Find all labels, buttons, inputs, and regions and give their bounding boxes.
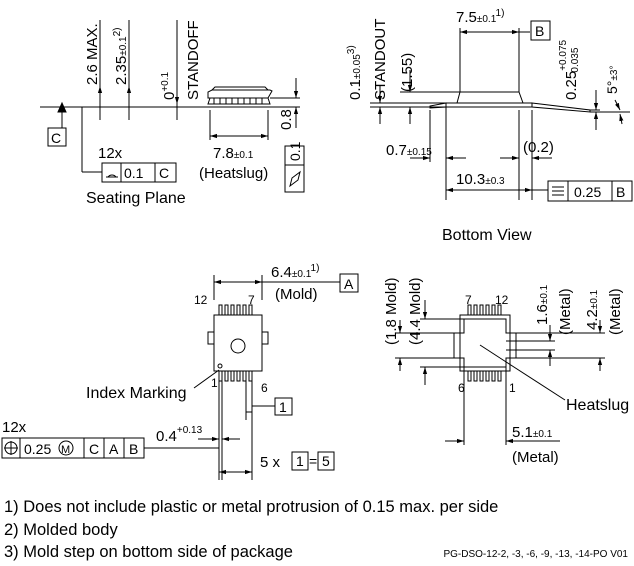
- package-top: [211, 86, 269, 91]
- dim-2-6-max: 2.6 MAX.: [84, 23, 101, 85]
- dim-7-8: 7.8±0.1: [213, 145, 254, 162]
- mmc-label: M: [61, 444, 70, 456]
- pin-1-label: 1: [509, 381, 516, 395]
- flatness-frame: [101, 162, 177, 183]
- package-body: [459, 314, 511, 372]
- dim-0-8: 0.8: [278, 109, 295, 130]
- dim-4-4-mold: (4.4 Mold): [407, 277, 424, 345]
- datum-a-label: A: [344, 276, 354, 292]
- pitch-text: 5 x: [260, 454, 281, 471]
- heatslug-note: (Heatslug): [199, 165, 268, 182]
- dim-1-8-mold: (1.8 Mold): [383, 277, 400, 345]
- package-base: [445, 102, 533, 108]
- dim-0-1: 0.1±0.053): [346, 45, 364, 100]
- position-value: 0.25: [24, 441, 51, 457]
- datum-a-box: [339, 273, 359, 293]
- bottom-view: [395, 300, 605, 445]
- pitch-eq: =: [309, 453, 317, 469]
- mold-note: (Mold): [275, 286, 318, 303]
- standout-label: STANDOUT: [372, 19, 389, 100]
- dim-2-35: 2.35±0.12): [112, 28, 130, 86]
- dim-0-25: 0.25+0.075-0.035: [558, 39, 581, 100]
- document-id: PG-DSO-12-2, -3, -6, -9, -13, -14-PO V01: [443, 549, 628, 560]
- lead-right: [531, 102, 591, 113]
- index-dot: [217, 363, 223, 369]
- flatness-value: 0.1: [124, 165, 144, 181]
- dim-0-4: 0.4+0.13: [156, 425, 203, 445]
- pitch-total: 5: [322, 453, 330, 469]
- heatslug-outline: [453, 318, 517, 368]
- package-body: [207, 89, 273, 99]
- profile-icon: [106, 174, 118, 178]
- pitch-ref: 1: [296, 453, 304, 469]
- symmetry-icon: [552, 186, 564, 196]
- footnote-3: 3) Mold step on bottom side of package: [4, 543, 293, 561]
- end-view-text: 7.5±0.11) B 0.1±0.053) STANDOUT (1.55) 0…: [346, 8, 625, 200]
- parallelism-icon: [289, 170, 301, 188]
- dim-6-4: 6.4±0.11): [271, 263, 319, 281]
- seating-plane-label: Seating Plane: [86, 190, 186, 207]
- end-view: [370, 20, 633, 202]
- dim-5-1: 5.1±0.1: [512, 424, 553, 441]
- datum-1-label: 1: [279, 399, 287, 415]
- bottom-view-title: Bottom View: [442, 227, 532, 244]
- index-marking-label: Index Marking: [86, 385, 187, 402]
- pin-6-label: 6: [261, 381, 268, 395]
- count-12x: 12x: [2, 419, 27, 436]
- parallel-frame: [284, 145, 305, 193]
- symmetry-frame: [547, 180, 633, 202]
- footnote-1: 1) Does not include plastic or metal pro…: [4, 498, 499, 516]
- package-body: [456, 91, 524, 104]
- datum-b-label: B: [535, 23, 544, 39]
- position-frame: [1, 437, 145, 459]
- datum-c-box: [47, 127, 67, 147]
- metal-1-6: (Metal): [557, 288, 574, 335]
- package-body: [213, 314, 263, 372]
- top-view: [1, 273, 359, 480]
- metal-5-1: (Metal): [512, 449, 559, 466]
- footnotes: 1) Does not include plastic or metal pro…: [4, 496, 498, 564]
- ref-b: B: [129, 441, 138, 457]
- pin-6-label: 6: [458, 381, 465, 395]
- ref-c: C: [89, 441, 99, 457]
- count-12x: 12x: [98, 145, 123, 162]
- pin-1-label: 1: [211, 376, 218, 390]
- metal-4-2: (Metal): [607, 288, 624, 335]
- side-view: [40, 20, 305, 193]
- pin-7-label: 7: [465, 293, 472, 307]
- dim-10-3: 10.3±0.3: [456, 171, 505, 188]
- pin-12-label: 12: [194, 293, 208, 307]
- pitch-ref-box: [291, 451, 309, 471]
- symmetry-datum: B: [616, 184, 625, 200]
- heatslug-label: Heatslug: [566, 397, 629, 414]
- dim-0: 0+0.1: [160, 71, 178, 100]
- heatslug-leader: [479, 344, 501, 359]
- dim-1-55: (1.55): [399, 53, 416, 92]
- pitch-total-box: [317, 451, 335, 471]
- ref-a: A: [109, 441, 119, 457]
- footnote-2: 2) Molded body: [4, 520, 118, 539]
- pin-12-label: 12: [495, 293, 509, 307]
- mmc-circle: [58, 440, 74, 456]
- parallel-value: 0.1: [287, 141, 303, 161]
- dim-7-5: 7.5±0.11): [456, 8, 504, 26]
- lead-left: [429, 102, 447, 109]
- top-view-text: 6.4±0.11) (Mold) A 12 7 1 6 Index Markin…: [2, 263, 354, 471]
- heatslug-circle: [230, 338, 246, 354]
- angle-5: 5°±3°: [604, 66, 620, 94]
- standoff-label: STANDOFF: [185, 20, 202, 100]
- flatness-datum: C: [159, 165, 169, 181]
- symmetry-value: 0.25: [574, 184, 601, 200]
- dim-0-2: (0.2): [523, 139, 554, 156]
- side-view-text: 2.6 MAX. 2.35±0.12) 0+0.1 STANDOFF 0.8 C…: [51, 20, 303, 207]
- dim-4-2: 4.2±0.1: [584, 289, 601, 330]
- datum-b-box: [530, 20, 551, 41]
- package-bottom: [207, 97, 271, 105]
- dim-1-6: 1.6±0.1: [534, 284, 551, 325]
- bottom-view-text: Bottom View (1.8 Mold) (4.4 Mold) 7 12 6…: [383, 227, 629, 466]
- pin-7-label: 7: [248, 293, 255, 307]
- dim-0-7: 0.7±0.15: [386, 142, 432, 159]
- datum-c-label: C: [51, 130, 61, 146]
